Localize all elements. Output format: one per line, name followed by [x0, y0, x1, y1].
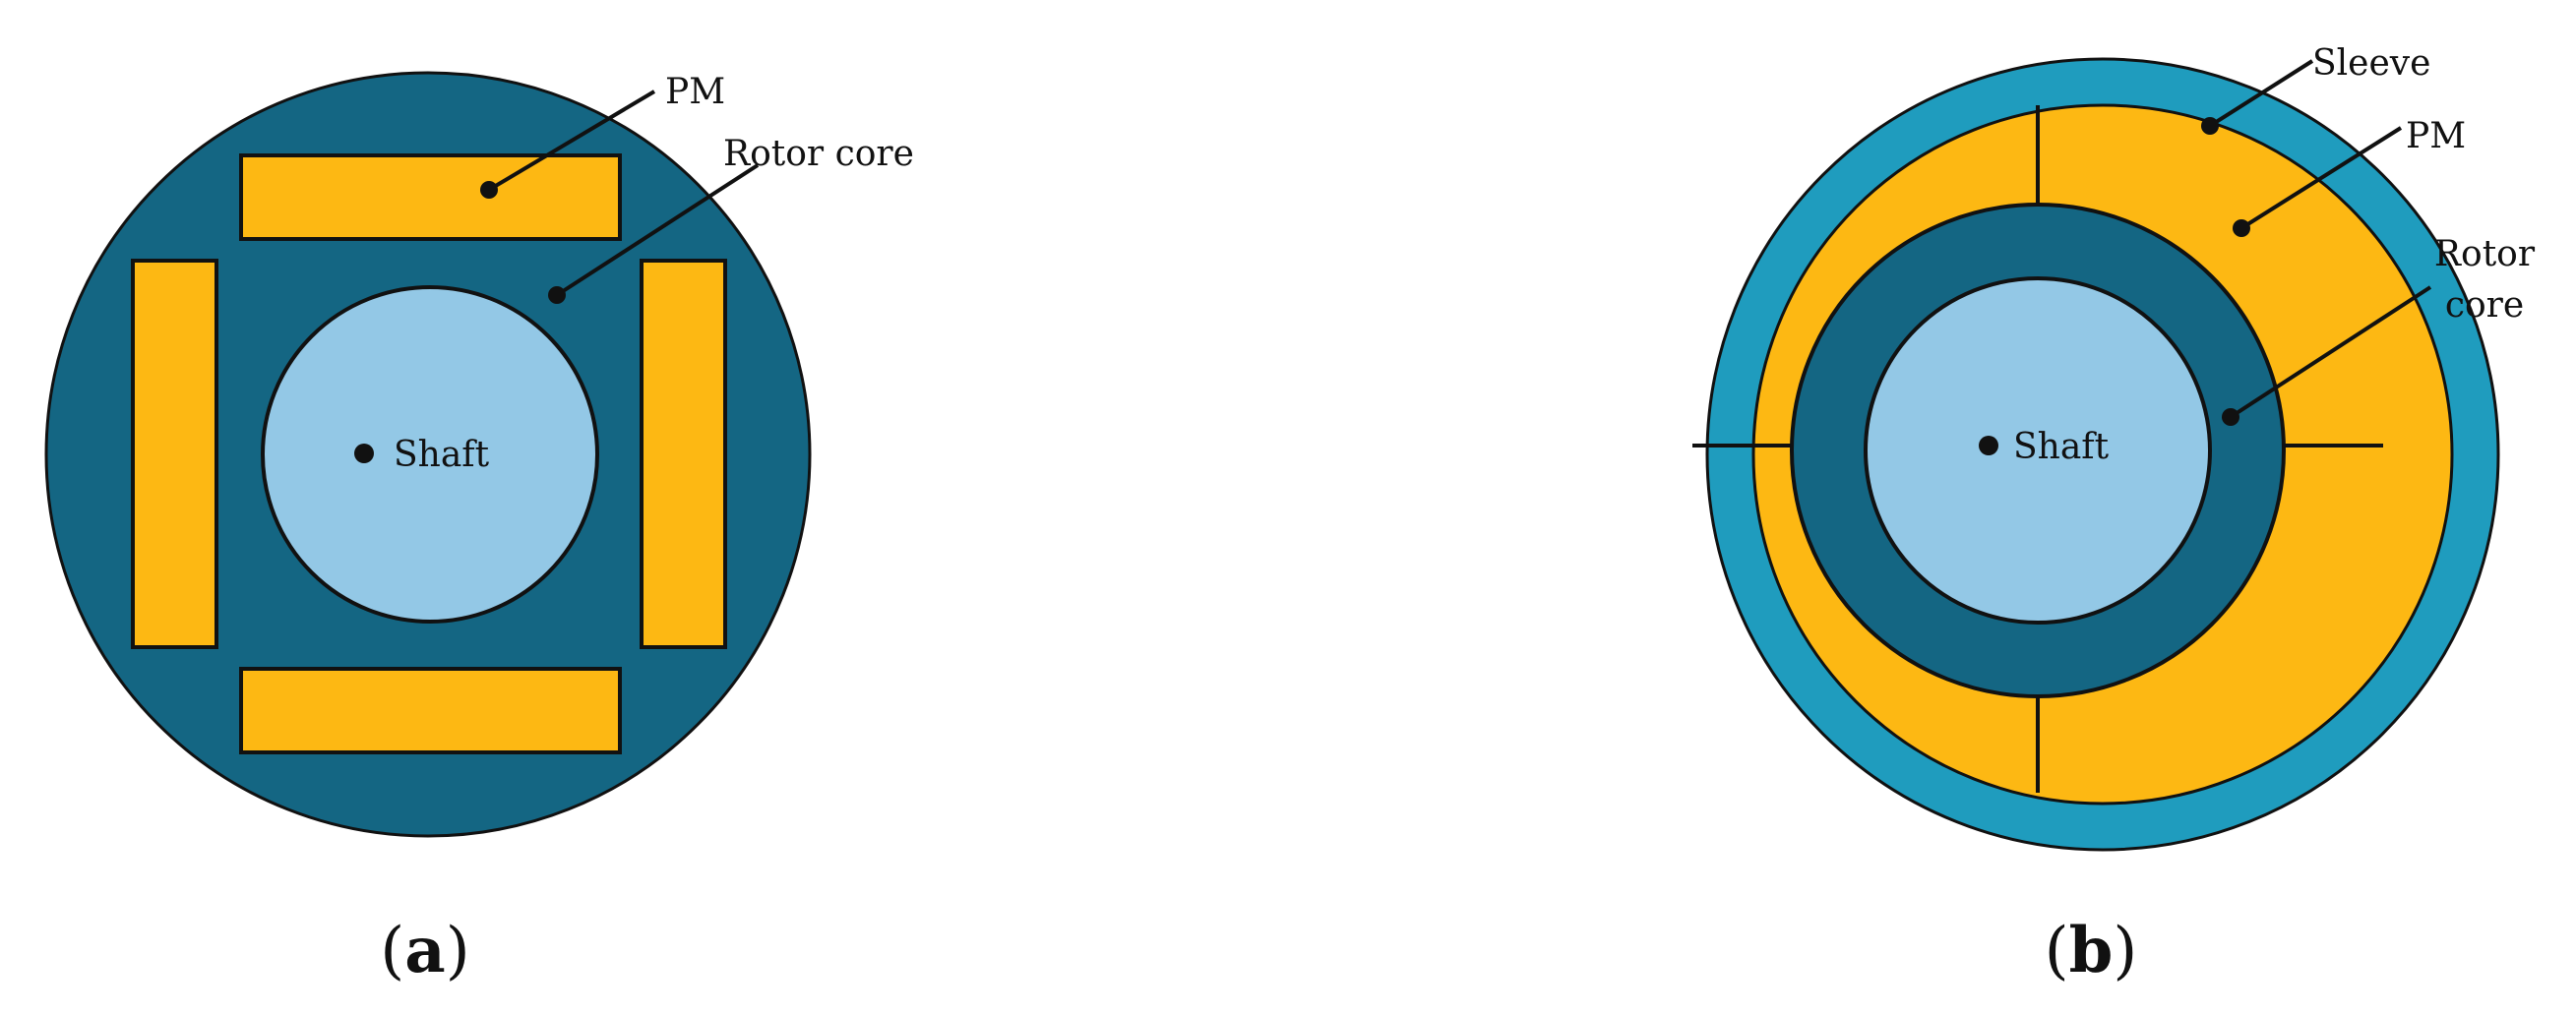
panel-a-shaft-label: Shaft: [394, 435, 490, 475]
panel-b-sleeve-leader-dot: [2201, 117, 2219, 135]
panel-b-pm-leader: [2239, 126, 2403, 230]
panel-b-rotor-core-label-line2: core: [2445, 285, 2524, 326]
panel-b-pm-label: PM: [2406, 116, 2466, 156]
panel-b-sleeve-leader: [2208, 59, 2314, 128]
panel-b-shaft: [1864, 276, 2212, 625]
panel-b: Sleeve PM Rotor core Shaft (b): [1692, 43, 2536, 987]
panel-a-pm-leader-dot: [480, 181, 498, 199]
panel-b-rotor-core-leader-dot: [2222, 408, 2239, 426]
panel-a-shaft-dot: [354, 444, 374, 463]
panel-a-pm-leader: [487, 90, 656, 192]
panel-a-pm-bottom: [239, 667, 622, 754]
panel-a-pm-label: PM: [665, 72, 725, 112]
panel-b-sleeve-label: Sleeve: [2312, 43, 2430, 84]
panel-b-pm-leader-dot: [2233, 219, 2250, 237]
panel-b-caption: (b): [2045, 914, 2138, 987]
panel-a-pm-left: [131, 259, 218, 649]
panel-b-rotor-core-leader: [2229, 285, 2432, 419]
panel-b-shaft-dot: [1979, 436, 1998, 455]
panel-a: PM Rotor core Shaft (a): [44, 71, 914, 987]
panel-a-pm-right: [640, 259, 727, 649]
panel-a-caption: (a): [380, 914, 469, 987]
panel-a-rotor-core-label: Rotor core: [723, 134, 914, 174]
panel-b-shaft-label: Shaft: [2013, 427, 2110, 467]
panel-a-shaft: [261, 285, 599, 624]
panel-a-rotor-core-leader: [555, 163, 760, 297]
panel-a-pm-top: [239, 153, 622, 241]
panel-b-rotor-core-label-line1: Rotor: [2434, 234, 2536, 274]
panel-a-rotor-core-leader-dot: [548, 286, 566, 304]
